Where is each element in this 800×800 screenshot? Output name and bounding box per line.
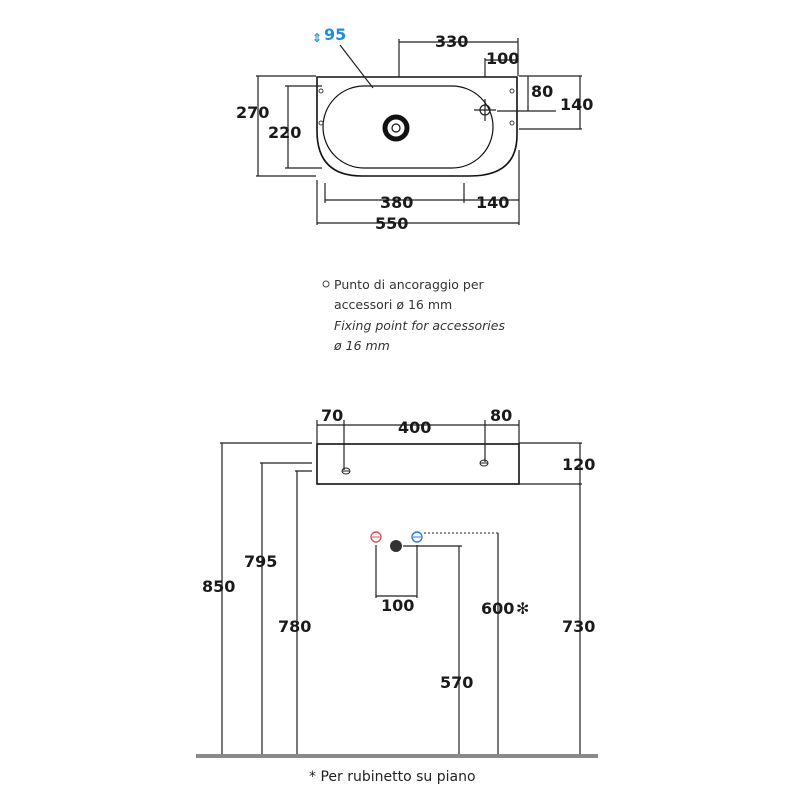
basin-bowl — [322, 85, 494, 169]
dim-550: 550 — [375, 214, 408, 233]
dim-220: 220 — [268, 123, 301, 142]
dim-100-valves: 100 — [381, 596, 414, 615]
legend-line-4: ø 16 mm — [333, 338, 390, 353]
dim-400: 400 — [398, 418, 431, 437]
dim-780: 780 — [278, 617, 311, 636]
fixing-point-legend-icon — [322, 280, 330, 288]
dim-850: 850 — [202, 577, 235, 596]
legend-line-1: Punto di ancoraggio per — [334, 277, 485, 292]
dim-80-top: 80 — [531, 82, 553, 101]
hot-water-valve-icon — [370, 531, 382, 543]
legend-line-2: accessori ø 16 mm — [334, 297, 452, 312]
legend: Punto di ancoraggio per accessori ø 16 m… — [322, 277, 505, 353]
waste-outlet-icon — [390, 540, 402, 552]
basin-outline — [316, 76, 518, 177]
dim-270: 270 — [236, 103, 269, 122]
asterisk-icon: ✻ — [516, 599, 529, 618]
front-view: 70 400 80 120 730 850 795 780 100 600 — [196, 406, 598, 758]
fixing-point-icons — [318, 88, 515, 126]
dim-95-arrow-icon: ⇕ — [312, 31, 322, 45]
dim-120: 120 — [562, 455, 595, 474]
bracket-hole-icons — [341, 459, 489, 475]
dim-100-top: 100 — [486, 49, 519, 68]
dim-140-right: 140 — [560, 95, 593, 114]
drain-icon — [382, 114, 410, 142]
dim-730: 730 — [562, 617, 595, 636]
tap-hole-crosshair-icon — [474, 99, 496, 121]
dim-600: 600 — [481, 599, 514, 618]
cold-water-valve-icon — [411, 531, 423, 543]
dim-795: 795 — [244, 552, 277, 571]
dim-140-bottom: 140 — [476, 193, 509, 212]
dim-95: 95 — [324, 25, 346, 44]
footnote: * Per rubinetto su piano — [309, 769, 476, 785]
legend-line-3: Fixing point for accessories — [334, 318, 505, 333]
dim-80-front: 80 — [490, 406, 512, 425]
top-view: ⇕ 95 330 100 80 140 270 220 380 140 — [236, 25, 593, 233]
dim-70: 70 — [321, 406, 343, 425]
dim-380: 380 — [380, 193, 413, 212]
dim-570: 570 — [440, 673, 473, 692]
floor-line — [196, 754, 598, 758]
dim-330: 330 — [435, 32, 468, 51]
basin-front-outline — [316, 443, 520, 485]
